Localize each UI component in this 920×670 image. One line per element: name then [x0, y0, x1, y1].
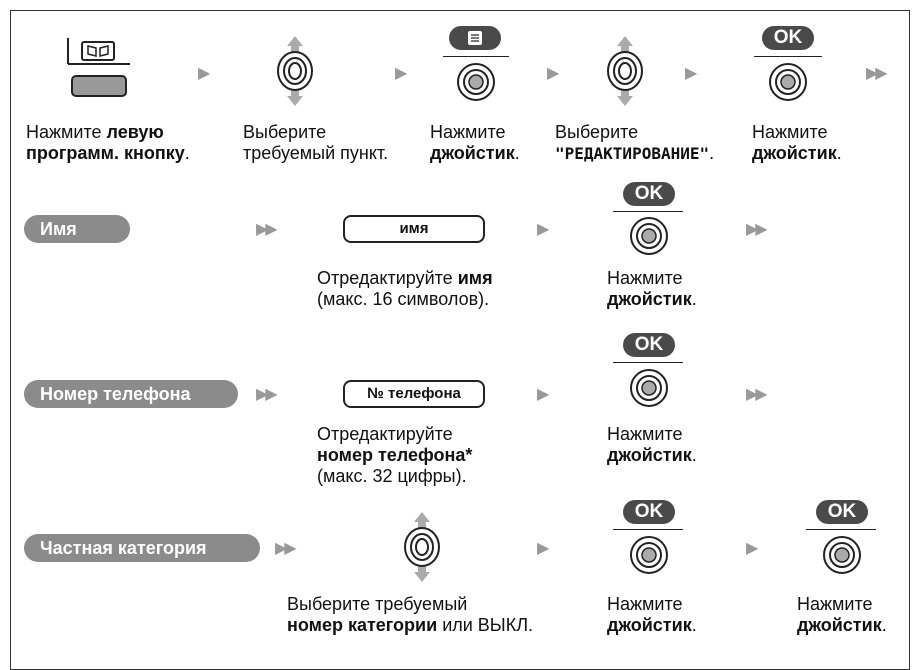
phonebook-icon [67, 38, 130, 97]
phone-number-display-field: № телефона [343, 380, 485, 408]
double-arrow-right-icon: ▶▶ [746, 221, 768, 238]
divider-line [443, 56, 509, 57]
ok-button-icon: OK [816, 500, 868, 524]
menu-icon [449, 26, 501, 50]
diagram-frame [10, 10, 910, 670]
joystick-press-icon [630, 217, 668, 255]
phone-number-softkey-label: Номер телефона [24, 380, 242, 408]
arrow-right-icon: ▶ [198, 65, 211, 82]
joystick-press-icon [630, 536, 668, 574]
private-category-softkey-label: Частная категория [24, 534, 264, 562]
divider-line [613, 362, 683, 363]
divider-line [754, 56, 822, 57]
double-arrow-right-icon: ▶▶ [866, 65, 888, 82]
double-arrow-right-icon: ▶▶ [256, 386, 278, 403]
name-edit-caption: Отредактируйте имя(макс. 16 символов). [317, 268, 493, 309]
arrow-right-icon: ▶ [537, 221, 550, 238]
step4-caption: Выберите"РЕДАКТИРОВАНИЕ". [555, 122, 715, 163]
arrow-right-icon: ▶ [547, 65, 560, 82]
joystick-press-icon [630, 369, 668, 407]
joystick-up-down-icon [607, 36, 643, 106]
arrow-right-icon: ▶ [537, 386, 550, 403]
name-display-field: имя [343, 215, 485, 243]
arrow-right-icon: ▶ [537, 540, 550, 557]
joystick-press-icon [769, 63, 807, 101]
ok-button-icon: OK [623, 500, 675, 524]
divider-line [613, 529, 683, 530]
double-arrow-right-icon: ▶▶ [275, 540, 297, 557]
divider-line [613, 211, 683, 212]
ok-button-icon: OK [762, 26, 814, 50]
joystick-up-down-icon [404, 512, 440, 582]
arrow-right-icon: ▶ [685, 65, 698, 82]
arrow-right-icon: ▶ [746, 540, 759, 557]
name-softkey-label: Имя [24, 215, 134, 243]
joystick-press-icon [823, 536, 861, 574]
divider-line [806, 529, 876, 530]
step1-caption: Нажмите левую программ. кнопку. [26, 122, 190, 163]
joystick-up-down-icon [277, 36, 313, 106]
double-arrow-right-icon: ▶▶ [256, 221, 278, 238]
double-arrow-right-icon: ▶▶ [746, 386, 768, 403]
ok-button-icon: OK [623, 333, 675, 357]
arrow-right-icon: ▶ [395, 65, 408, 82]
joystick-press-icon [457, 63, 495, 101]
ok-button-icon: OK [623, 182, 675, 206]
